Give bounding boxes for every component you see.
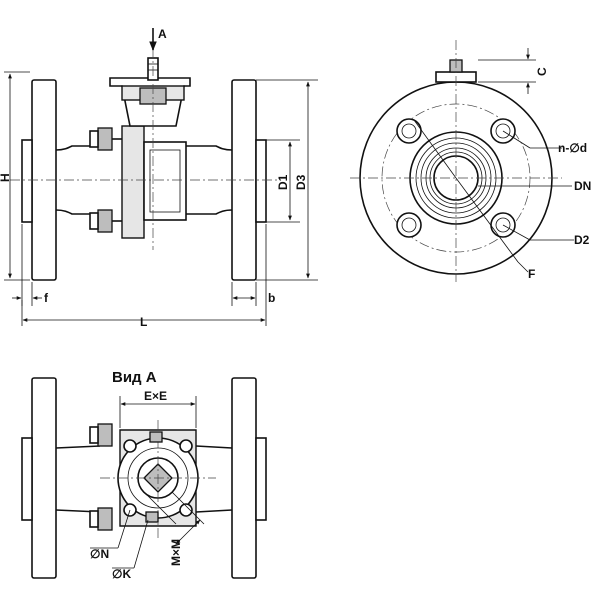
front-view: A H D1 D3 f bbox=[0, 27, 318, 329]
dim-f: f bbox=[12, 224, 49, 306]
body-center-flange bbox=[121, 125, 145, 239]
dim-b-label: b bbox=[268, 291, 275, 305]
dim-DN-label: DN bbox=[574, 179, 591, 193]
dim-f-label: f bbox=[44, 291, 49, 305]
dim-H-label: H bbox=[0, 173, 12, 182]
view-A-title: Вид А bbox=[112, 369, 157, 386]
left-neck bbox=[55, 145, 100, 215]
right-neck bbox=[186, 145, 233, 215]
dim-D1: D1 bbox=[266, 139, 300, 223]
view-A: Вид А E×E ∅N bbox=[21, 369, 267, 581]
dim-ExE-label: E×E bbox=[144, 389, 167, 403]
body-housing bbox=[143, 141, 187, 221]
dim-n-d-label: n-∅d bbox=[558, 141, 587, 155]
dim-L-label: L bbox=[140, 315, 147, 329]
dim-D2-label: D2 bbox=[574, 233, 590, 247]
bolt-top bbox=[89, 127, 122, 151]
dim-N-label: ∅N bbox=[90, 547, 109, 561]
view-arrow-label: A bbox=[158, 27, 167, 41]
dim-C-label: C bbox=[535, 67, 549, 76]
dim-K-label: ∅K bbox=[112, 567, 131, 581]
right-flange-face bbox=[255, 139, 267, 223]
dim-C: C bbox=[478, 48, 549, 94]
dim-D1-label: D1 bbox=[276, 174, 290, 190]
dim-L: L bbox=[21, 224, 267, 329]
dim-MxM-label: M×M bbox=[169, 539, 183, 566]
dim-b: b bbox=[231, 282, 275, 306]
left-flange-face bbox=[21, 139, 33, 223]
dim-MxM: M×M bbox=[143, 491, 205, 566]
dim-H: H bbox=[0, 71, 30, 281]
dim-D3-label: D3 bbox=[294, 174, 308, 190]
bolt-bottom bbox=[89, 209, 122, 233]
end-view: C n-∅d DN D2 F bbox=[350, 40, 591, 282]
dim-F-label: F bbox=[528, 267, 535, 281]
dim-ExE: E×E bbox=[119, 389, 197, 428]
